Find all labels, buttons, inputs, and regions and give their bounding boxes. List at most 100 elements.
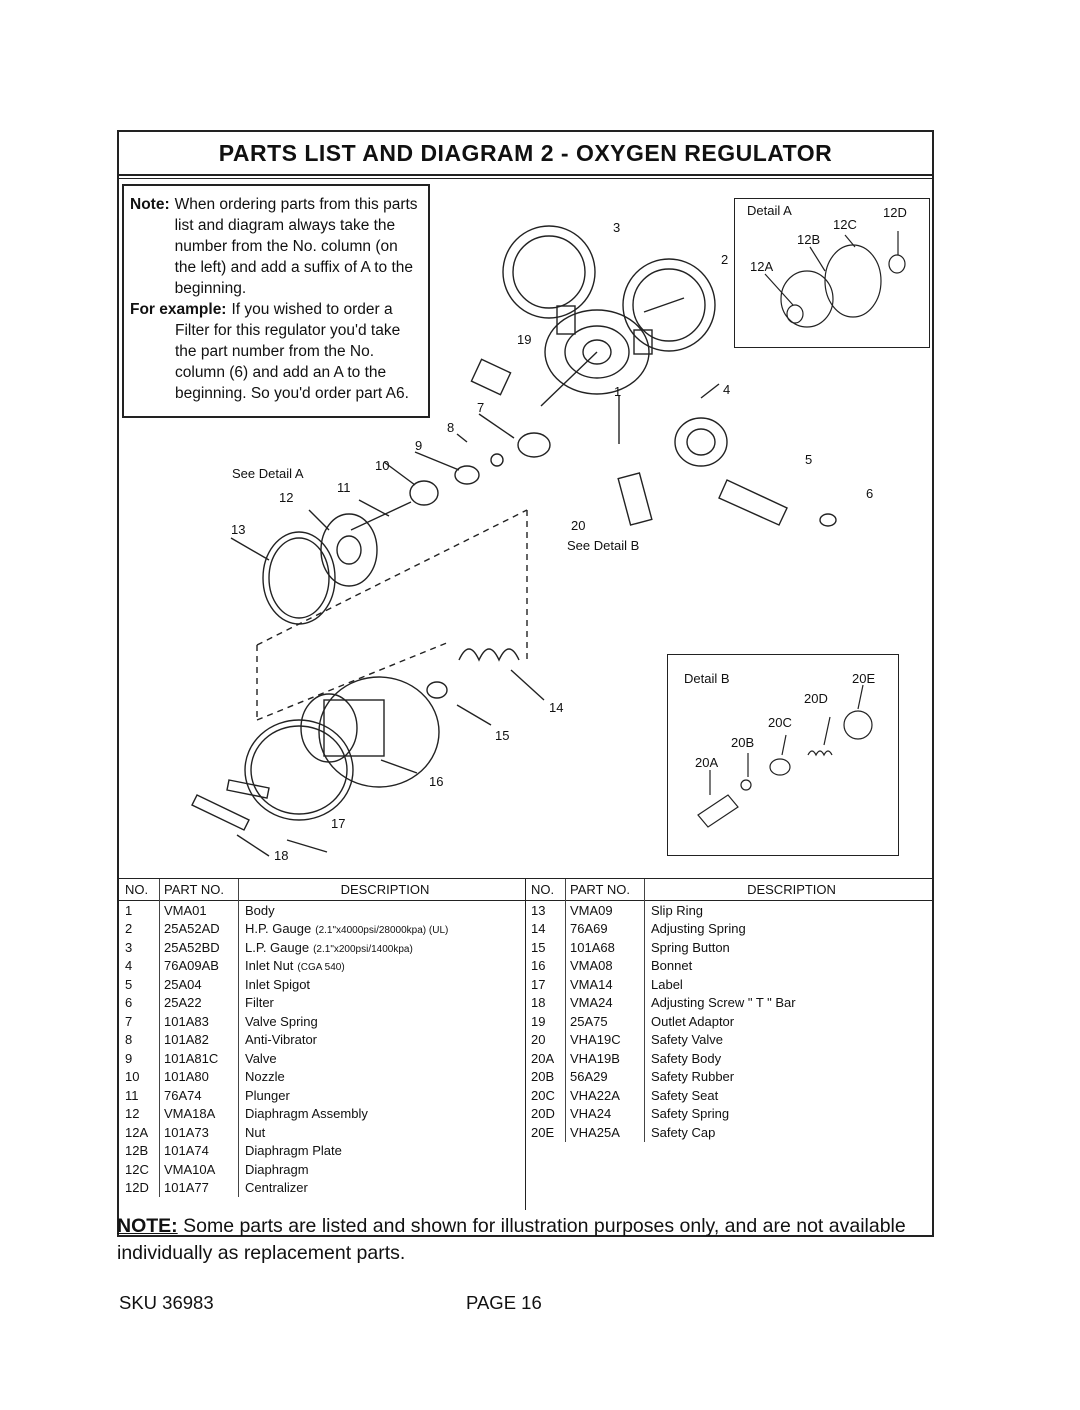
detail-b-20b: 20B xyxy=(731,735,754,750)
table-header: NO. PART NO. DESCRIPTION xyxy=(525,878,932,901)
part-code: 101A77 xyxy=(159,1178,239,1197)
description-text: Adjusting Spring xyxy=(651,921,746,937)
part-number-index: 3 xyxy=(125,939,133,955)
description-text: Safety Rubber xyxy=(651,1069,735,1085)
detail-b-20e: 20E xyxy=(852,671,875,686)
exploded-diagram: 1 2 3 4 5 6 7 8 9 10 11 12 13 14 15 16 1… xyxy=(119,180,932,880)
description-text: Diaphragm Plate xyxy=(245,1143,342,1159)
part-number-index: 20D xyxy=(531,1106,555,1122)
description-text: Bonnet xyxy=(651,958,693,974)
part-description: Nozzle xyxy=(239,1069,285,1084)
part-code: 101A74 xyxy=(159,1141,239,1160)
description-text: Safety Spring xyxy=(651,1106,730,1122)
detail-a-12c: 12C xyxy=(833,217,857,232)
detail-a-box: Detail A 12A 12B 12C 12D xyxy=(734,198,930,348)
description-text: Body xyxy=(245,902,275,918)
part-code: 101A82 xyxy=(159,1030,239,1049)
part-description: Filter xyxy=(239,995,274,1010)
part-description: Safety Seat xyxy=(645,1088,718,1103)
detail-a-title: Detail A xyxy=(747,203,792,218)
callout-19: 19 xyxy=(517,332,531,347)
part-code: VHA24 xyxy=(565,1104,645,1123)
part-code: VMA01 xyxy=(159,901,239,920)
part-number-index: 6 xyxy=(125,995,133,1011)
part-number-index: 1 xyxy=(125,902,133,918)
part-number-index: 19 xyxy=(531,1013,546,1029)
part-number-index: 5 xyxy=(125,976,133,992)
body-part xyxy=(544,309,650,395)
page-number: PAGE 16 xyxy=(466,1292,542,1313)
part-description: Valve xyxy=(239,1051,277,1066)
detail-a-12a: 12A xyxy=(750,259,773,274)
description-text: Label xyxy=(651,976,683,992)
callout-3: 3 xyxy=(613,220,620,235)
description-text: H.P. Gauge xyxy=(245,921,312,937)
col-part: PART NO. xyxy=(159,878,239,901)
description-spec: (2.1"x4000psi/28000kpa) (UL) xyxy=(315,925,449,937)
part-code: VHA19B xyxy=(565,1049,645,1068)
part-code: 56A29 xyxy=(565,1067,645,1086)
part-description: Body xyxy=(239,903,275,918)
part-number-index: 17 xyxy=(531,976,546,992)
example-label: For example: xyxy=(130,301,227,318)
part-code: 101A73 xyxy=(159,1123,239,1142)
part-description: Valve Spring xyxy=(239,1014,318,1029)
part-description: Outlet Adaptor xyxy=(645,1014,734,1029)
part-number-index: 16 xyxy=(531,958,546,974)
part-description: Nut xyxy=(239,1125,265,1140)
part-code: 25A52BD xyxy=(159,938,239,957)
part-number-index: 20A xyxy=(531,1050,555,1066)
table-row: 20D VHA24 Safety Spring xyxy=(525,1104,932,1123)
part-number-index: 9 xyxy=(125,1050,133,1066)
part-description: Safety Cap xyxy=(645,1125,715,1140)
part-callouts: 1 2 3 4 5 6 7 8 9 10 11 12 13 14 15 16 1… xyxy=(231,220,873,863)
part-number-index: 15 xyxy=(531,939,546,955)
part-code: 101A81C xyxy=(159,1049,239,1068)
footnote-text: Some parts are listed and shown for illu… xyxy=(117,1215,906,1264)
hp-gauge xyxy=(622,258,716,352)
table-header: NO. PART NO. DESCRIPTION xyxy=(119,878,525,901)
part-code: VMA08 xyxy=(565,956,645,975)
description-text: Centralizer xyxy=(245,1180,308,1196)
detail-b-20d: 20D xyxy=(804,691,828,706)
callout-9: 9 xyxy=(415,438,422,453)
part-code: 25A52AD xyxy=(159,919,239,938)
part-description: Safety Valve xyxy=(645,1032,723,1047)
callout-12: 12 xyxy=(279,490,293,505)
part-description: Safety Body xyxy=(645,1051,721,1066)
description-text: Slip Ring xyxy=(651,902,704,918)
callout-15: 15 xyxy=(495,728,509,743)
part-number-index: 20B xyxy=(531,1069,555,1085)
detail-b-20c: 20C xyxy=(768,715,792,730)
detail-b-box: Detail B 20A 20B 20C 20D xyxy=(667,654,899,856)
note-text: When ordering parts from this parts list… xyxy=(174,196,418,297)
part-code: 101A68 xyxy=(565,938,645,957)
part-number-index: 12 xyxy=(125,1106,140,1122)
part-description: Safety Rubber xyxy=(645,1069,734,1084)
callout-14: 14 xyxy=(549,700,563,715)
part-code: VMA09 xyxy=(565,901,645,920)
part-number-index: 4 xyxy=(125,958,133,974)
description-text: Plunger xyxy=(245,1087,290,1103)
col-desc: DESCRIPTION xyxy=(340,882,430,897)
callout-6: 6 xyxy=(866,486,873,501)
description-text: Spring Button xyxy=(651,939,730,955)
part-code: 25A04 xyxy=(159,975,239,994)
part-description: Anti-Vibrator xyxy=(239,1032,317,1047)
table-row: 1 VMA01 Body xyxy=(119,901,525,920)
callout-5: 5 xyxy=(805,452,812,467)
table-row: 16 VMA08 Bonnet xyxy=(525,956,932,975)
part-description: Bonnet xyxy=(645,958,692,973)
title-divider xyxy=(119,178,932,179)
description-text: Inlet Spigot xyxy=(245,976,311,992)
part-description: Label xyxy=(645,977,683,992)
